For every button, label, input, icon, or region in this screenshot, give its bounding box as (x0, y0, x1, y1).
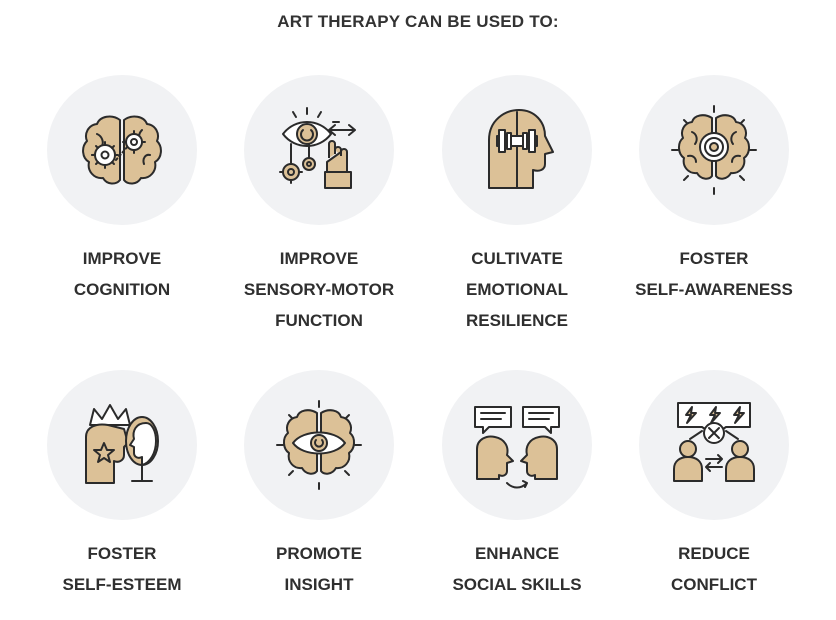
card-label: PROMOTE INSIGHT (219, 538, 419, 600)
page-title: ART THERAPY CAN BE USED TO: (277, 12, 559, 31)
label-line: SOCIAL SKILLS (452, 575, 582, 594)
icon-circle (47, 370, 197, 520)
brain-target-icon (671, 105, 757, 195)
label-line: SELF-AWARENESS (635, 280, 793, 299)
label-line: IMPROVE (82, 249, 162, 268)
card-label: IMPROVE COGNITION (22, 243, 222, 305)
label-line: ENHANCE (474, 544, 560, 563)
icon-circle (47, 75, 197, 225)
speech-heads-icon (474, 406, 560, 489)
label-line: IMPROVE (279, 249, 359, 268)
brain-gears-icon (82, 115, 162, 185)
icon-circle (639, 75, 789, 225)
card-label: REDUCE CONFLICT (614, 538, 814, 600)
icon-circle (442, 370, 592, 520)
label-line: SELF-ESTEEM (62, 575, 182, 594)
eye-hand-gears-icon (279, 107, 356, 189)
card-label: CULTIVATE EMOTIONAL RESILIENCE (417, 243, 617, 336)
label-line: REDUCE (678, 544, 750, 563)
icon-circle (639, 370, 789, 520)
card-label: ENHANCE SOCIAL SKILLS (417, 538, 617, 600)
card-label: FOSTER SELF-AWARENESS (614, 243, 814, 305)
label-line: FUNCTION (275, 311, 363, 330)
label-line: CONFLICT (671, 575, 757, 594)
crown-mirror-icon (85, 404, 159, 484)
label-line: INSIGHT (284, 575, 354, 594)
label-line: FOSTER (679, 249, 749, 268)
label-line: RESILIENCE (465, 311, 569, 330)
brain-eye-icon (276, 400, 362, 490)
icon-circle (244, 370, 394, 520)
icon-circle (442, 75, 592, 225)
head-dumbbell-icon (488, 109, 554, 189)
conflict-people-icon (673, 402, 755, 482)
icon-circle (244, 75, 394, 225)
label-line: PROMOTE (276, 544, 362, 563)
label-line: CULTIVATE (471, 249, 563, 268)
card-label: IMPROVE SENSORY-MOTOR FUNCTION (219, 243, 419, 336)
label-line: COGNITION (73, 280, 171, 299)
label-line: SENSORY-MOTOR (243, 280, 395, 299)
label-line: EMOTIONAL (466, 280, 568, 299)
card-label: FOSTER SELF-ESTEEM (22, 538, 222, 600)
label-line: FOSTER (87, 544, 157, 563)
